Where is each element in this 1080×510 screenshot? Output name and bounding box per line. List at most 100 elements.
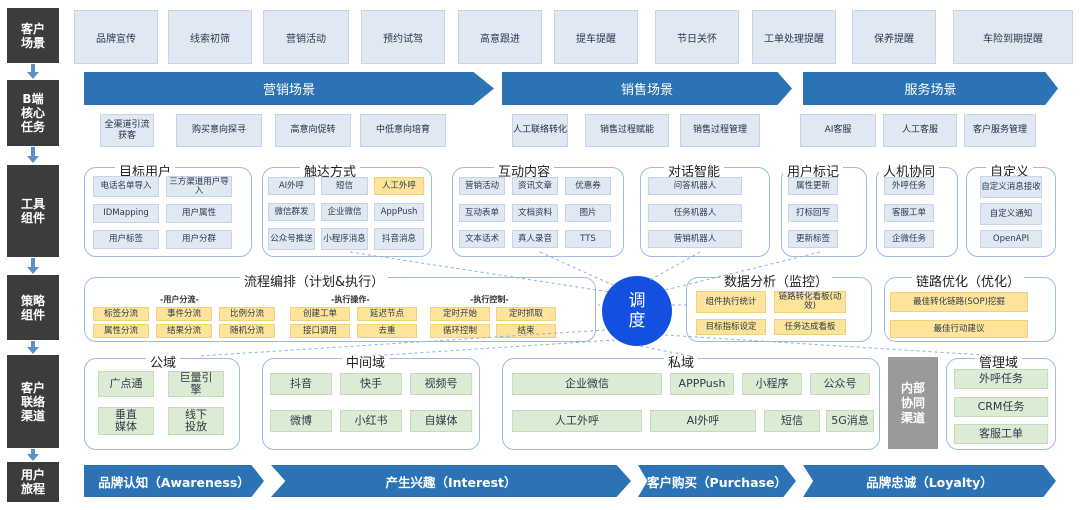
chip-ratio-split: 比例分流 <box>219 307 275 321</box>
chip-marketing-bot: 营销机器人 <box>648 230 742 248</box>
middle-title: 中间域 <box>342 352 390 371</box>
optimize-title: 链路优化（优化） <box>912 271 1025 290</box>
task-manual-service: 人工客服 <box>883 114 957 147</box>
chip-third-party-import: 三方渠道用户导入 <box>166 176 232 197</box>
chip-image: 图片 <box>565 204 611 222</box>
chip-user-attr: 用户属性 <box>166 204 232 223</box>
flow-arrow-1 <box>27 64 39 79</box>
flow-arrow-4 <box>27 341 39 354</box>
chip-custom-msg: 自定义消息接收 <box>980 176 1042 198</box>
chip-service-ticket: 客服工单 <box>884 204 934 222</box>
task-manual-contact: 人工联络转化 <box>512 114 568 147</box>
chip-form: 互动表单 <box>459 204 505 222</box>
chip-docs: 文档资料 <box>512 204 558 222</box>
scene-marketing: 营销活动 <box>263 10 349 64</box>
row-label-tools: 工具组件 <box>7 165 59 257</box>
scene-high-intent: 高意跟进 <box>458 10 542 64</box>
subhead-split: -用户分流- <box>160 295 199 304</box>
chip-timed-fetch: 定时抓取 <box>496 307 556 321</box>
chip-sms: 短信 <box>321 177 368 195</box>
chip-script: 文本话术 <box>459 230 505 248</box>
chip-call-task: 外呼任务 <box>884 177 934 195</box>
row-label-b-core: B端核心任务 <box>7 80 59 146</box>
flow-arrow-3 <box>27 258 39 274</box>
chip-conversion-board: 链路转化看板(动效) <box>774 291 846 313</box>
hmc-title: 人机协同 <box>879 161 940 180</box>
journey-purchase: 客户购买（Purchase） <box>638 465 796 497</box>
chip-user-segment: 用户分群 <box>166 230 232 249</box>
chip-5g-msg: 5G消息 <box>826 410 874 432</box>
journey-interest: 产生兴趣（Interest） <box>271 465 631 497</box>
chip-crm-task: CRM任务 <box>954 397 1048 417</box>
chip-wecom-task: 企微任务 <box>884 230 934 248</box>
chip-task-bot: 任务机器人 <box>648 204 742 222</box>
subhead-exec: -执行操作- <box>331 295 370 304</box>
chip-manual-call: 人工外呼 <box>374 177 424 195</box>
scene-test-drive: 预约试驾 <box>361 10 445 64</box>
orchestration-title: 流程编排（计划&执行） <box>240 271 389 290</box>
chip-openapi: OpenAPI <box>980 230 1042 248</box>
chip-article: 资讯文章 <box>512 177 558 195</box>
chip-result-split: 结果分流 <box>156 324 212 338</box>
chip-sop-mining: 最佳转化链路(SOP)挖掘 <box>890 292 1028 312</box>
chip-tts: TTS <box>565 230 611 248</box>
scene-ticket: 工单处理提醒 <box>752 10 836 64</box>
chip-apppush-channel: APPPush <box>670 373 734 395</box>
task-sales-manage: 销售过程管理 <box>680 114 760 147</box>
interaction-title: 互动内容 <box>494 161 555 180</box>
chip-end: 结束 <box>496 324 556 338</box>
task-omnichannel: 全渠道引流获客 <box>100 114 154 147</box>
chip-official-push: 公众号推送 <box>268 228 315 250</box>
chip-event-split: 事件分流 <box>156 307 212 321</box>
chip-official-account: 公众号 <box>810 373 870 395</box>
chip-custom-notify: 自定义通知 <box>980 203 1042 225</box>
flow-arrow-2 <box>27 147 39 163</box>
subhead-control: -执行控制- <box>470 295 509 304</box>
chip-wecom-channel: 企业微信 <box>512 373 662 395</box>
chip-weibo: 微博 <box>270 410 332 432</box>
chip-task-board: 任务达成看板 <box>774 319 846 335</box>
user-tag-title: 用户标记 <box>783 161 844 180</box>
dispatch-node: 调度 <box>602 276 672 346</box>
chip-api-call: 接口调用 <box>290 324 350 338</box>
chip-update-tag: 更新标签 <box>788 230 838 248</box>
journey-loyalty: 品牌忠诚（Loyalty） <box>803 465 1056 497</box>
chip-delay-node: 延迟节点 <box>357 307 417 321</box>
row-label-channels: 客户联络渠道 <box>7 355 59 448</box>
chip-juliang: 巨量引擎 <box>168 371 224 397</box>
analysis-title: 数据分析（监控） <box>720 271 833 290</box>
manage-title: 管理域 <box>975 352 1023 371</box>
chip-random-split: 随机分流 <box>219 324 275 338</box>
banner-service: 服务场景 <box>803 72 1058 105</box>
chip-apppush: AppPush <box>374 203 424 221</box>
chip-miniapp-channel: 小程序 <box>742 373 802 395</box>
chip-user-tag: 用户标签 <box>93 230 159 249</box>
scene-pickup: 提车提醒 <box>554 10 638 64</box>
internal-collab-channel: 内部协同渠道 <box>888 357 938 449</box>
chip-ai-call: AI外呼 <box>268 177 315 195</box>
flow-arrow-5 <box>27 449 39 461</box>
scene-maintenance: 保养提醒 <box>852 10 936 64</box>
chip-coupon: 优惠券 <box>565 177 611 195</box>
task-intent-explore: 购买意向探寻 <box>176 114 262 147</box>
scene-holiday: 节日关怀 <box>655 10 739 64</box>
chip-service-ticket-channel: 客服工单 <box>954 424 1048 444</box>
chip-target-setting: 目标指标设定 <box>696 319 766 335</box>
chip-xiaohongshu: 小红书 <box>340 410 402 432</box>
chip-timed-start: 定时开始 <box>430 307 490 321</box>
chip-wechat-mass: 微信群发 <box>268 203 315 221</box>
chip-manual-call-channel: 人工外呼 <box>512 410 642 432</box>
scene-brand: 品牌宣传 <box>74 10 158 64</box>
chip-call-task-channel: 外呼任务 <box>954 369 1048 389</box>
chip-activity: 营销活动 <box>459 177 505 195</box>
row-label-strategy: 策略组件 <box>7 275 59 340</box>
dialogue-title: 对话智能 <box>664 161 725 180</box>
chip-guangdiantong: 广点通 <box>98 371 154 397</box>
reach-title: 触达方式 <box>300 161 361 180</box>
task-sales-enable: 销售过程赋能 <box>585 114 669 147</box>
chip-vertical-media: 垂直媒体 <box>98 407 154 435</box>
task-service-manage: 客户服务管理 <box>964 114 1036 147</box>
task-high-intent: 高意向促转 <box>275 114 351 147</box>
chip-offline: 线下投放 <box>168 407 224 435</box>
